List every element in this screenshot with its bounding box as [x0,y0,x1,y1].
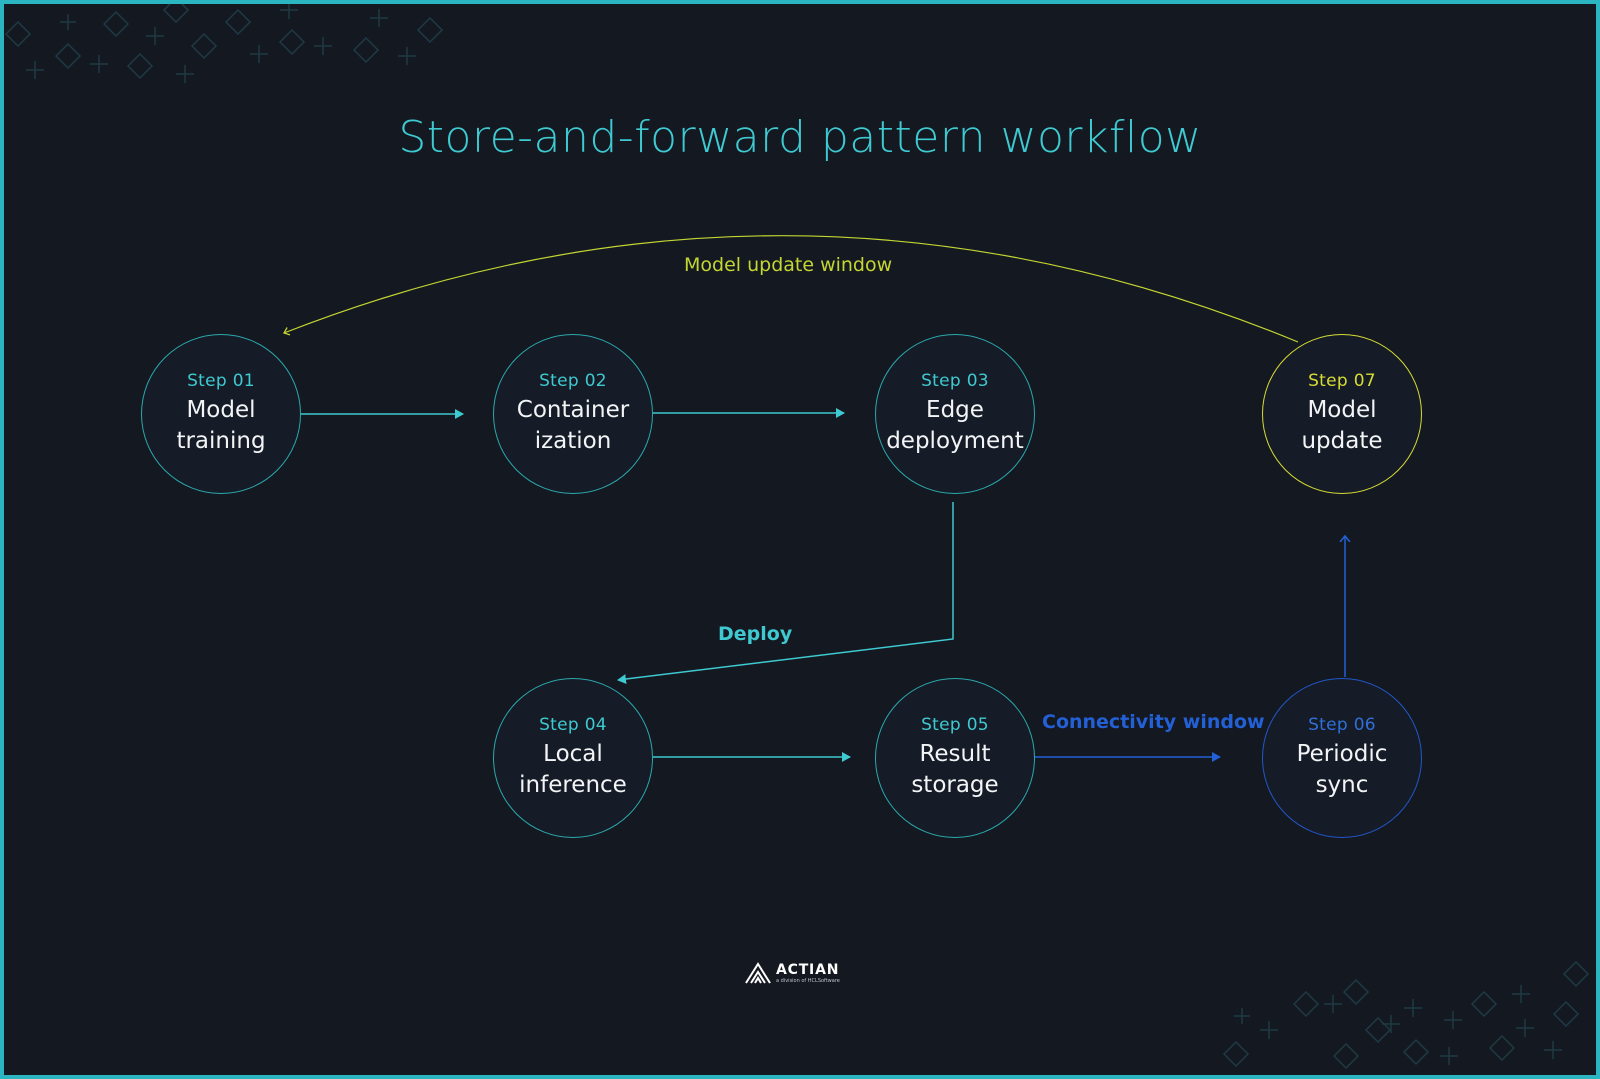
diagram-canvas: Store-and-forward pattern workflow Model… [4,4,1596,1075]
step-02-node: Step 02 Container ization [493,334,653,494]
logo-name: ACTIAN [776,961,840,978]
step-title: Model update [1301,397,1383,454]
step-06-node: Step 06 Periodic sync [1262,678,1422,838]
step-number: Step 02 [539,371,607,391]
step-title: Result storage [911,741,999,798]
actian-logo: ACTIAN a division of HCLSoftware [745,962,840,984]
step-number: Step 06 [1308,715,1376,735]
connector-layer [4,4,1590,1070]
actian-logo-icon [745,962,771,984]
plus-diamond-pattern-icon [4,4,444,83]
step-number: Step 01 [187,371,255,391]
deploy-label: Deploy [718,623,793,645]
model-update-window-label: Model update window [684,254,893,276]
page-title: Store-and-forward pattern workflow [398,112,1202,163]
step-number: Step 03 [921,371,989,391]
step-01-node: Step 01 Model training [141,334,301,494]
connectivity-window-label: Connectivity window [1042,711,1265,733]
edge-03-04 [617,502,954,684]
step-title: Local inference [519,741,627,798]
step-title: Container ization [516,397,630,454]
step-title: Model training [176,397,266,454]
step-03-node: Step 03 Edge deployment [875,334,1035,494]
step-title: Edge deployment [886,397,1024,454]
edge-07-01 [284,235,1299,343]
step-title: Periodic sync [1296,741,1388,798]
step-number: Step 05 [921,715,989,735]
step-05-node: Step 05 Result storage [875,678,1035,838]
plus-diamond-pattern-icon [1222,960,1590,1070]
step-07-node: Step 07 Model update [1262,334,1422,494]
step-number: Step 07 [1308,371,1376,391]
logo-tagline: a division of HCLSoftware [776,977,840,984]
step-04-node: Step 04 Local inference [493,678,653,838]
step-number: Step 04 [539,715,607,735]
